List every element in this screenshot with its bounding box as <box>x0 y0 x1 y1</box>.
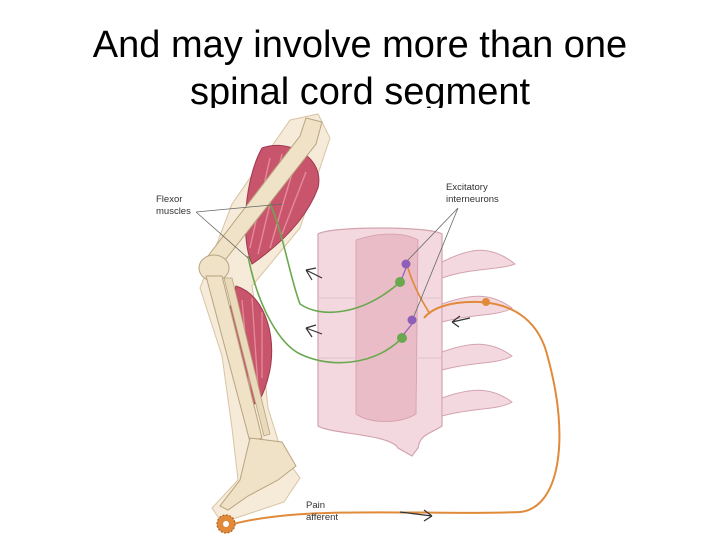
nerve-root-4 <box>441 389 513 417</box>
motor-neuron-upper <box>395 277 405 287</box>
pain-afferent-fiber <box>225 300 561 527</box>
leg-illustration <box>198 113 331 521</box>
label-pain-line1: Pain <box>306 500 325 511</box>
nerve-root-2 <box>441 295 513 323</box>
label-excitatory-line1: Excitatory <box>446 182 488 193</box>
fibula-bone <box>223 277 271 437</box>
withdrawal-reflex-diagram: Flexor muscles Excitatory interneurons P… <box>156 113 561 534</box>
afferent-direction-arrow-icon-2 <box>451 315 471 328</box>
motor-axon-upper <box>269 203 399 314</box>
interneuron-link-lower <box>403 323 413 335</box>
motor-neuron-lower <box>397 333 407 343</box>
nerve-root-3 <box>441 343 513 371</box>
label-flexor-line1: Flexor <box>156 194 182 205</box>
label-pain-line2: afferent <box>306 512 338 523</box>
label-excitatory-line2: interneurons <box>446 194 499 205</box>
interneuron-link-upper <box>401 267 407 279</box>
interneuron-lower <box>407 315 417 325</box>
interneuron-leader-lines <box>407 207 459 317</box>
label-flexor-line2: muscles <box>156 206 191 217</box>
afferent-direction-arrow-icon <box>399 509 433 522</box>
title-line-2: spinal cord segment <box>189 71 531 108</box>
motor-direction-arrow-icon <box>305 267 323 281</box>
motor-direction-arrow-icon-2 <box>305 324 323 338</box>
pain-stimulus-icon <box>216 514 236 534</box>
afferent-branch-upper <box>407 267 431 315</box>
flexor-leader-lines <box>195 203 283 259</box>
spinal-cord-segments <box>317 227 516 457</box>
slide-title: And may involve more than one spinal cor… <box>0 22 720 108</box>
motor-axon-lower <box>247 255 401 364</box>
nerve-root-1 <box>441 249 516 279</box>
interneuron-upper <box>401 259 411 269</box>
dorsal-root-ganglion <box>482 298 490 306</box>
tibia-bone <box>205 275 263 443</box>
foot-bones <box>219 437 297 511</box>
title-line-1: And may involve more than one <box>92 24 628 66</box>
